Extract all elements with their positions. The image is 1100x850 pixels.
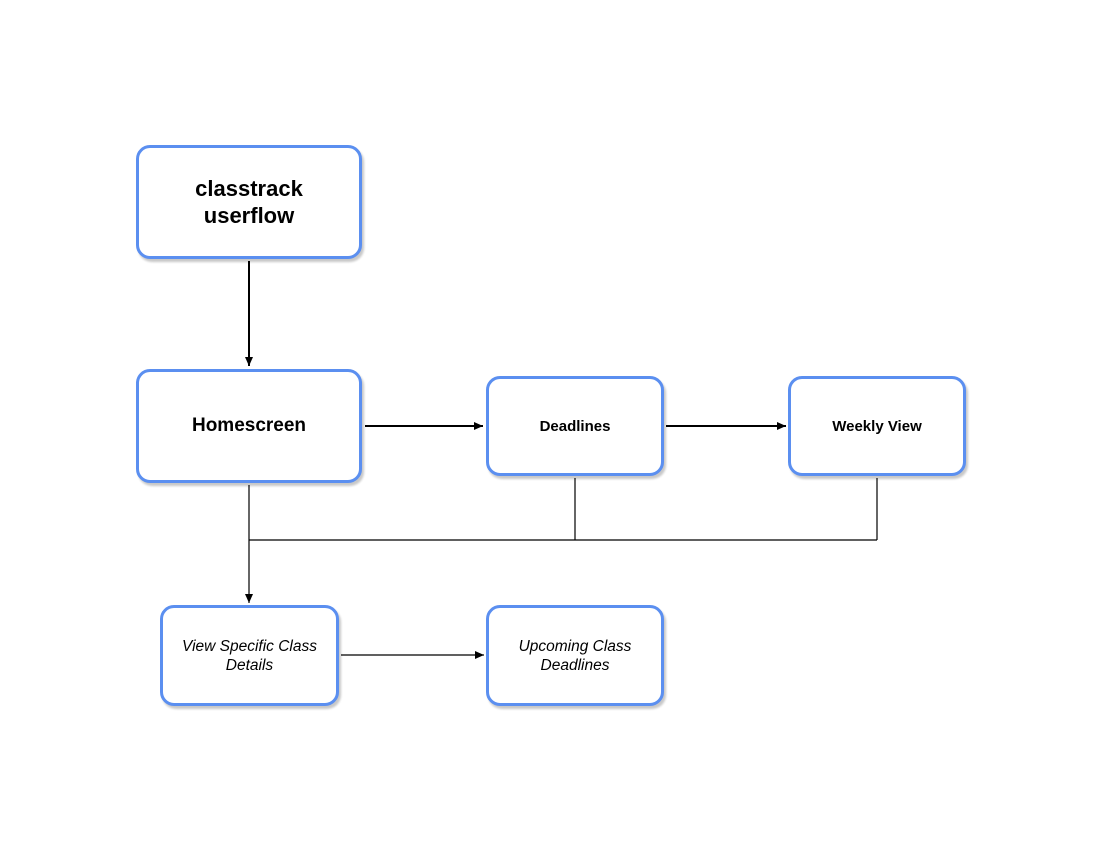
class-details-line-1: View Specific Class [182, 637, 317, 655]
class-details-node: View Specific Class Details [160, 605, 339, 706]
class-details-line-2: Details [225, 656, 274, 674]
upcoming-deadlines-line-1: Upcoming Class [518, 637, 632, 655]
title-node: classtrack userflow [136, 145, 362, 259]
weekly-view-node: Weekly View [788, 376, 966, 476]
upcoming-deadlines-node: Upcoming Class Deadlines [486, 605, 664, 706]
title-line-1: classtrack [195, 176, 303, 201]
homescreen-node: Homescreen [136, 369, 362, 483]
weekly-view-label: Weekly View [832, 417, 922, 435]
upcoming-deadlines-line-2: Deadlines [540, 656, 610, 674]
deadlines-label: Deadlines [539, 417, 611, 435]
deadlines-node: Deadlines [486, 376, 664, 476]
homescreen-label: Homescreen [191, 415, 307, 436]
title-line-2: userflow [203, 203, 295, 228]
